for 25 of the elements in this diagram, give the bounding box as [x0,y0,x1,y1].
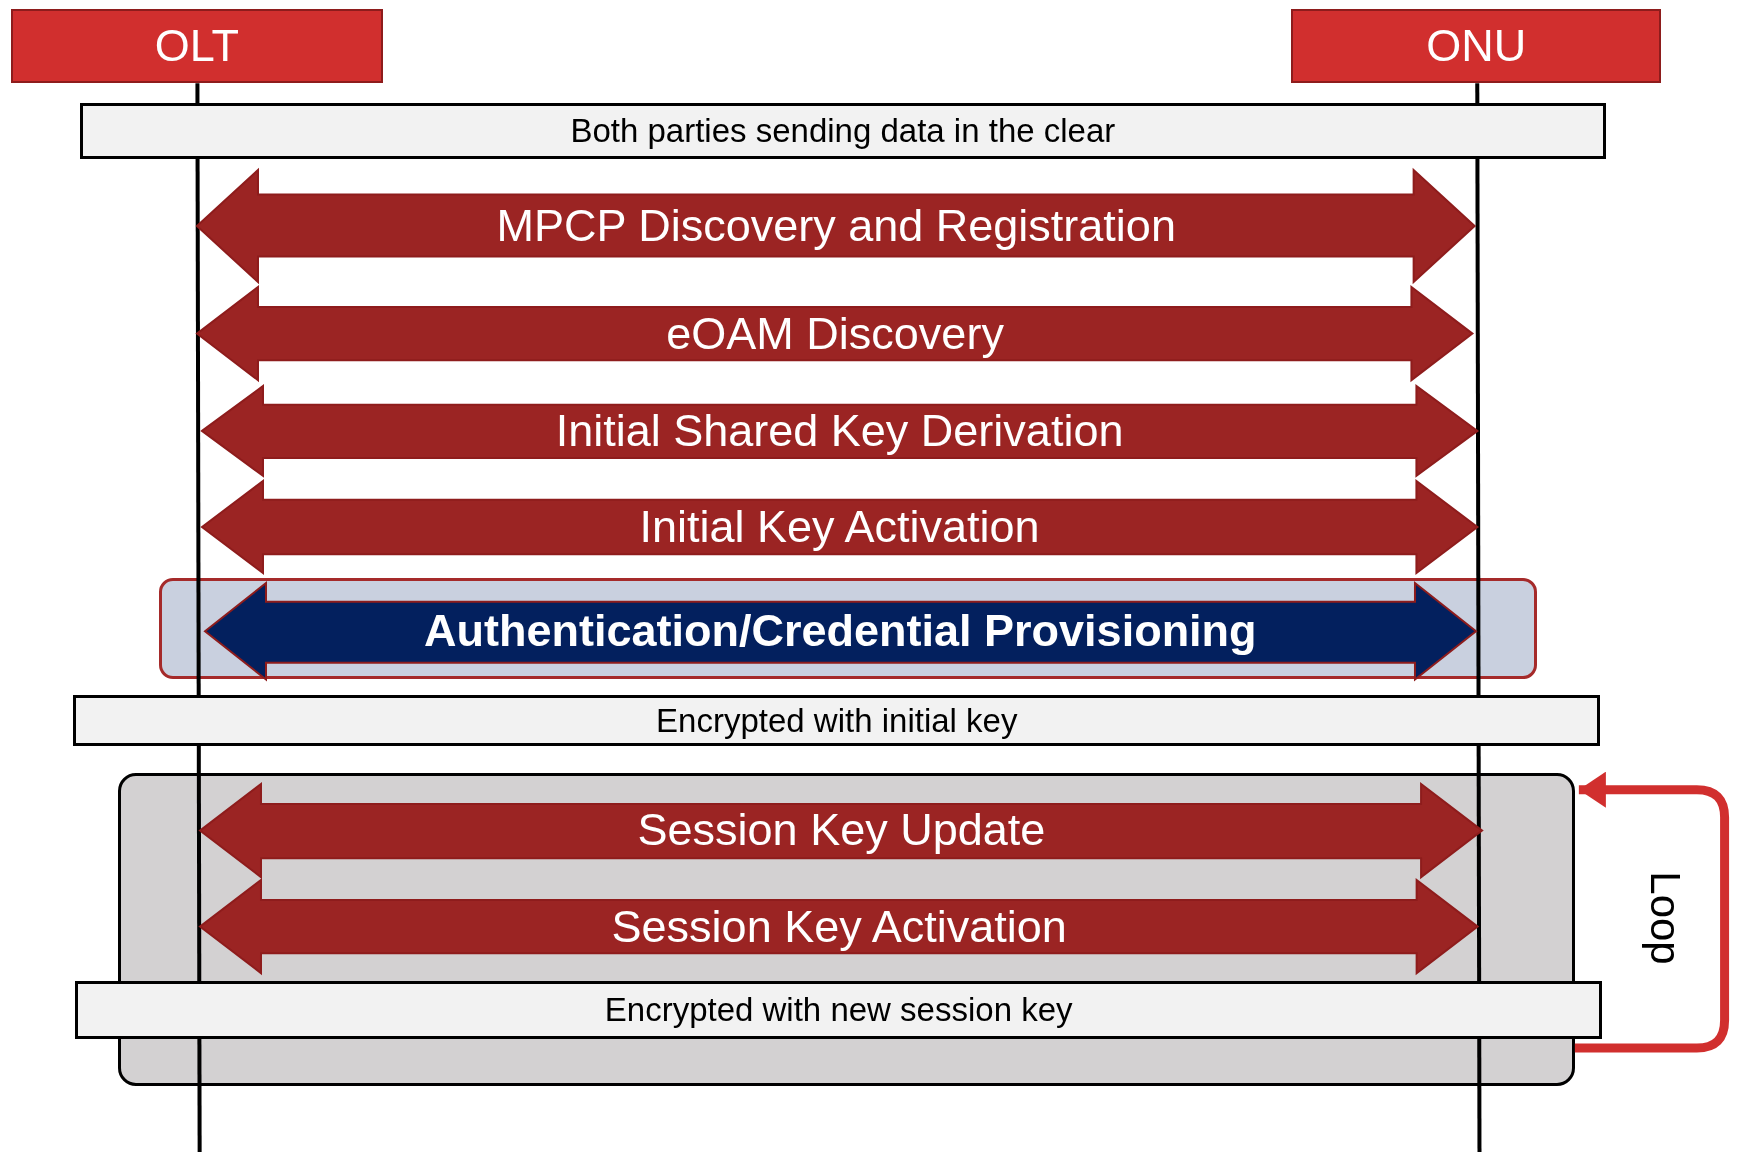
status-text: Both parties sending data in the clear [570,111,1116,150]
step-label: MPCP Discovery and Registration [496,199,1176,252]
participant-box [11,8,383,84]
step-banner [197,169,1476,282]
status-bar [75,981,1603,1039]
step-label: Initial Key Activation [639,501,1040,554]
status-text: Encrypted with new session key [604,991,1073,1029]
participant-box [1290,8,1662,84]
loop-arrow [1574,771,1730,1053]
step-label: eOAM Discovery [666,307,1004,360]
edge-label: Loop [1640,871,1689,965]
step-label: Session Key Update [637,804,1046,857]
step-banner [201,481,1478,574]
status-bar [73,695,1601,747]
participant-label: OLT [154,20,239,72]
step-label: Session Key Activation [611,900,1067,953]
step-banner [200,783,1483,877]
step-banner [201,385,1478,476]
status-text: Encrypted with initial key [656,701,1018,740]
step-banner [200,880,1478,974]
status-bar [79,103,1606,159]
participant-label: ONU [1426,20,1527,72]
step-label: Authentication/Credential Provisioning [424,605,1257,658]
step-banner [197,287,1473,381]
step-label: Initial Shared Key Derivation [555,404,1124,457]
